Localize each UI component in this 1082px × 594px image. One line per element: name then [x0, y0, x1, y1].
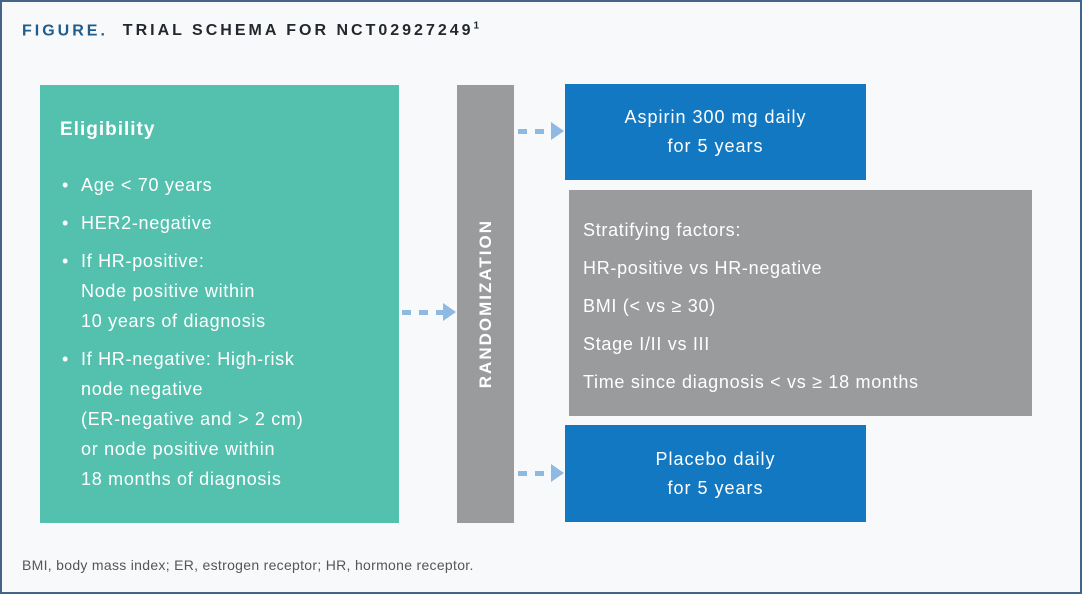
eligibility-item-hr-negative: If HR-negative: High-risk node negative …: [60, 344, 381, 494]
arrow-head-icon: [551, 122, 564, 140]
arrow-head-icon: [551, 464, 564, 482]
eligibility-box: Eligibility Age < 70 years HER2-negative…: [40, 85, 399, 523]
strat-factor-time: Time since diagnosis < vs ≥ 18 months: [583, 372, 919, 392]
strat-factor-stage: Stage I/II vs III: [583, 334, 710, 354]
eligibility-item-her2: HER2-negative: [60, 208, 381, 238]
eligibility-heading: Eligibility: [60, 119, 156, 140]
abbreviations-footnote: BMI, body mass index; ER, estrogen recep…: [22, 557, 474, 573]
arrow-eligibility-to-randomization: [402, 303, 456, 321]
stratifying-factors-box: Stratifying factors: HR-positive vs HR-n…: [569, 190, 1032, 416]
aspirin-arm-box: Aspirin 300 mg daily for 5 years: [565, 84, 866, 180]
reference-superscript: 1: [473, 21, 481, 32]
randomization-label: RANDOMIZATION: [475, 219, 495, 389]
strat-heading: Stratifying factors:: [583, 220, 742, 240]
placebo-arm-box: Placebo daily for 5 years: [565, 425, 866, 522]
arrow-randomization-to-placebo: [518, 464, 564, 482]
strat-factor-hr-status: HR-positive vs HR-negative: [583, 258, 823, 278]
arrow-dash-line: [518, 471, 553, 476]
strat-factor-bmi: BMI (< vs ≥ 30): [583, 296, 716, 316]
eligibility-item-hr-positive: If HR-positive: Node positive within 10 …: [60, 246, 381, 336]
randomization-bar: RANDOMIZATION: [457, 85, 514, 523]
eligibility-item-age: Age < 70 years: [60, 170, 381, 200]
arrow-randomization-to-aspirin: [518, 122, 564, 140]
figure-title-prefix: FIGURE.: [22, 22, 108, 40]
eligibility-list: Age < 70 years HER2-negative If HR-posit…: [60, 170, 381, 494]
arrow-dash-line: [402, 310, 445, 315]
arrow-head-icon: [443, 303, 456, 321]
figure-title-text: TRIAL SCHEMA FOR NCT029272491: [122, 21, 481, 40]
arrow-dash-line: [518, 129, 553, 134]
figure-title: FIGURE. TRIAL SCHEMA FOR NCT029272491: [22, 21, 480, 40]
